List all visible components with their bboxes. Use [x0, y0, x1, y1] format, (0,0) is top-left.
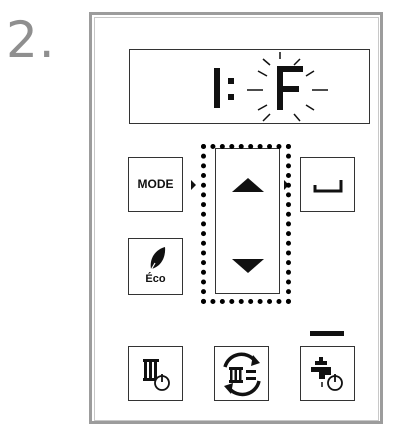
arrows-highlight-box: [201, 144, 291, 304]
heating-cycle-button[interactable]: [214, 346, 269, 401]
colon-dot-top: [228, 78, 234, 84]
mode-button[interactable]: MODE: [128, 157, 183, 212]
digit-one: [214, 68, 220, 108]
arrow-icons: [232, 178, 264, 273]
lcd-display: [129, 49, 370, 124]
hot-water-button[interactable]: [300, 346, 355, 401]
blink-rays-icon: [247, 52, 328, 122]
enter-icon: [313, 180, 343, 193]
tap-power-icon: [311, 357, 343, 391]
up-down-button[interactable]: [215, 148, 280, 294]
eco-button-label: Éco: [145, 273, 166, 285]
eco-button[interactable]: Éco: [128, 238, 183, 295]
display-readout: [214, 52, 328, 122]
leaf-icon: [150, 247, 166, 271]
colon-dot-bottom: [228, 94, 234, 100]
arrow-up-icon[interactable]: [232, 178, 264, 192]
letter-f: [277, 66, 303, 110]
heating-button[interactable]: [128, 346, 183, 401]
control-panel-inner-frame: [94, 17, 379, 421]
dhw-active-indicator: [310, 331, 344, 336]
step-number: 2.: [6, 11, 56, 69]
arrow-down-icon[interactable]: [232, 259, 264, 273]
enter-button[interactable]: [300, 157, 355, 212]
mode-button-label: MODE: [137, 177, 174, 191]
radiator-cycle-icon: [223, 352, 261, 397]
radiator-power-icon: [143, 359, 170, 391]
